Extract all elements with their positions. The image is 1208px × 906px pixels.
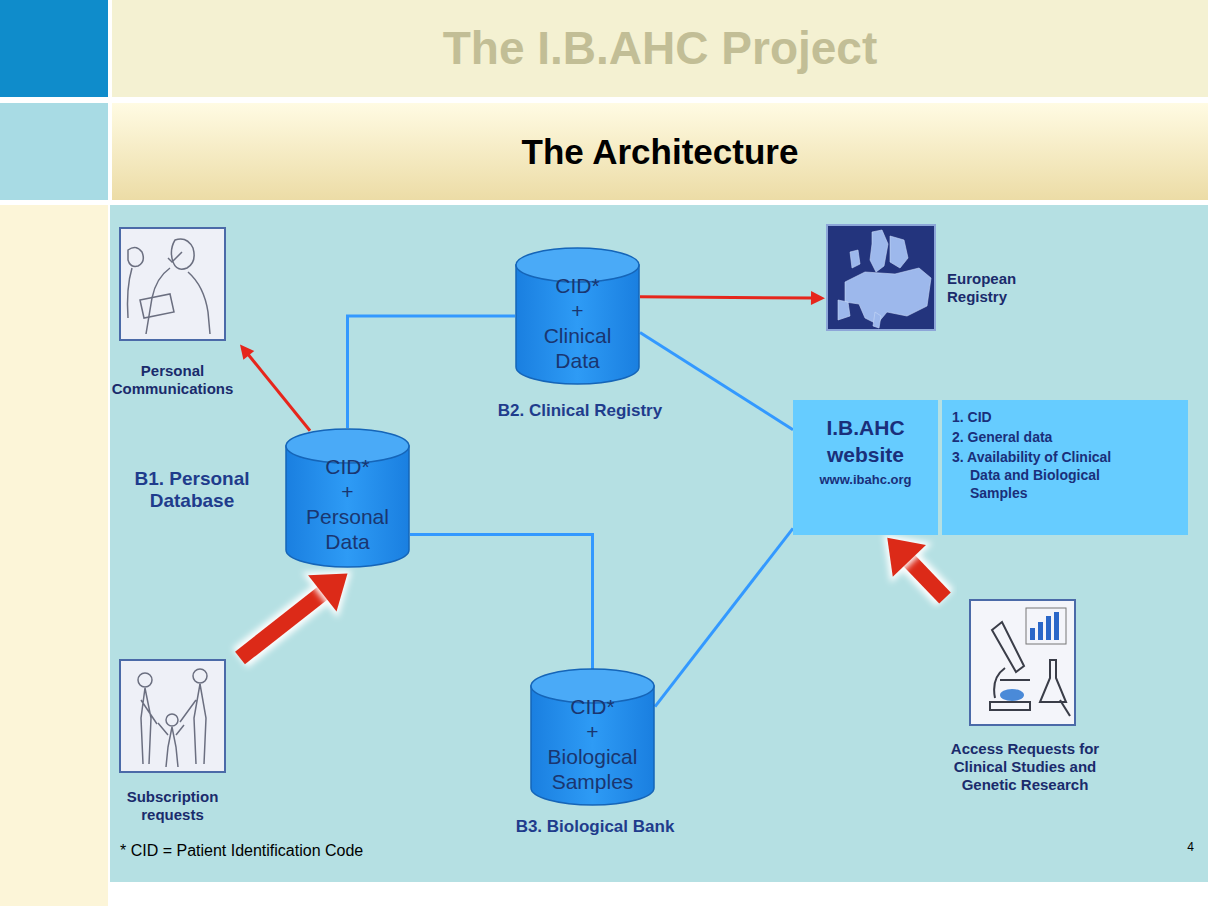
slide-subtitle: The Architecture — [112, 103, 1208, 200]
arrow-glow — [240, 592, 324, 658]
connector — [410, 534, 593, 670]
cylinder-body — [516, 265, 639, 384]
connector-line — [348, 316, 516, 428]
cylinder-shape: CID* + Biological Samples — [530, 668, 655, 806]
connector — [887, 538, 945, 598]
node-text: 3. Availability of Clinical Data and Bio… — [952, 448, 1145, 502]
connector-line — [908, 559, 945, 598]
arrow-head — [887, 538, 926, 577]
family-picture — [120, 660, 225, 772]
arrow-head — [308, 574, 347, 612]
phone-picture — [120, 228, 225, 340]
connector-line — [410, 534, 593, 670]
connector — [640, 291, 825, 305]
left-strip — [0, 205, 108, 906]
picture-label: Access Requests for Clinical Studies and… — [945, 740, 1105, 794]
cylinder-shape: CID* + Personal Data — [285, 428, 410, 568]
node-text: B2. Clinical Registry — [490, 400, 670, 422]
arrow-heads — [308, 574, 347, 612]
picture-node: Subscription requests — [105, 658, 240, 838]
node-text: B3. Biological Bank — [505, 816, 685, 838]
picture-node: Access Requests for Clinical Studies and… — [945, 598, 1105, 838]
arrow-heads — [811, 291, 825, 305]
connector-line — [248, 354, 310, 431]
arrow-glow — [908, 559, 945, 598]
connector-line — [240, 592, 324, 658]
footnote: * CID = Patient Identification Code — [120, 842, 720, 860]
website-box: I.B.AHC website www.ibahc.org — [793, 400, 938, 535]
connector — [348, 316, 516, 428]
arrow-heads — [887, 538, 926, 577]
page-number: 4 — [1170, 840, 1194, 854]
database-cylinder: CID* + Clinical DataB2. Clinical Registr… — [490, 245, 670, 430]
database-text: CID* + Biological Samples — [535, 694, 650, 794]
arrow-heads — [240, 344, 254, 359]
database-cylinder: CID* + Personal Data B1. Personal Databas… — [112, 426, 412, 571]
connector — [240, 574, 348, 658]
connector — [655, 528, 793, 706]
list-box: 1. CID 2. General data 3. Availability of … — [942, 400, 1188, 535]
node-text: 2. General data — [952, 428, 1145, 446]
arrow-head — [240, 344, 254, 359]
arrow-head — [811, 291, 825, 305]
database-cylinder: CID* + Biological SamplesB3. Biological … — [505, 666, 685, 846]
node-text: 1. CID — [952, 408, 1145, 426]
connector-line — [640, 297, 813, 298]
picture-node: Personal Communications — [105, 226, 240, 414]
node-text: B1. Personal Database — [112, 468, 272, 512]
picture-label: European Registry — [947, 270, 1040, 306]
corner-square — [0, 0, 108, 97]
connector-line — [640, 333, 793, 430]
node-text: www.ibahc.org — [797, 472, 934, 488]
lab-picture — [970, 600, 1075, 725]
arrow-glow — [887, 538, 926, 577]
picture-label: Subscription requests — [105, 788, 240, 824]
slide-title: The I.B.AHC Project — [112, 0, 1208, 97]
connector — [240, 344, 310, 430]
connector — [640, 333, 793, 430]
connector-line — [655, 528, 793, 706]
cylinder-body — [286, 446, 409, 567]
arrow-glow — [308, 574, 347, 612]
database-text: CID* + Clinical Data — [520, 273, 635, 373]
cylinder-shape: CID* + Clinical Data — [515, 247, 640, 385]
picture-node: European Registry — [825, 222, 1040, 334]
picture-label: Personal Communications — [105, 362, 240, 398]
node-text: I.B.AHC website — [797, 414, 934, 468]
europe-map — [827, 225, 935, 330]
cylinder-body — [531, 686, 654, 805]
corner-square — [0, 103, 108, 200]
database-text: CID* + Personal Data — [290, 454, 405, 554]
